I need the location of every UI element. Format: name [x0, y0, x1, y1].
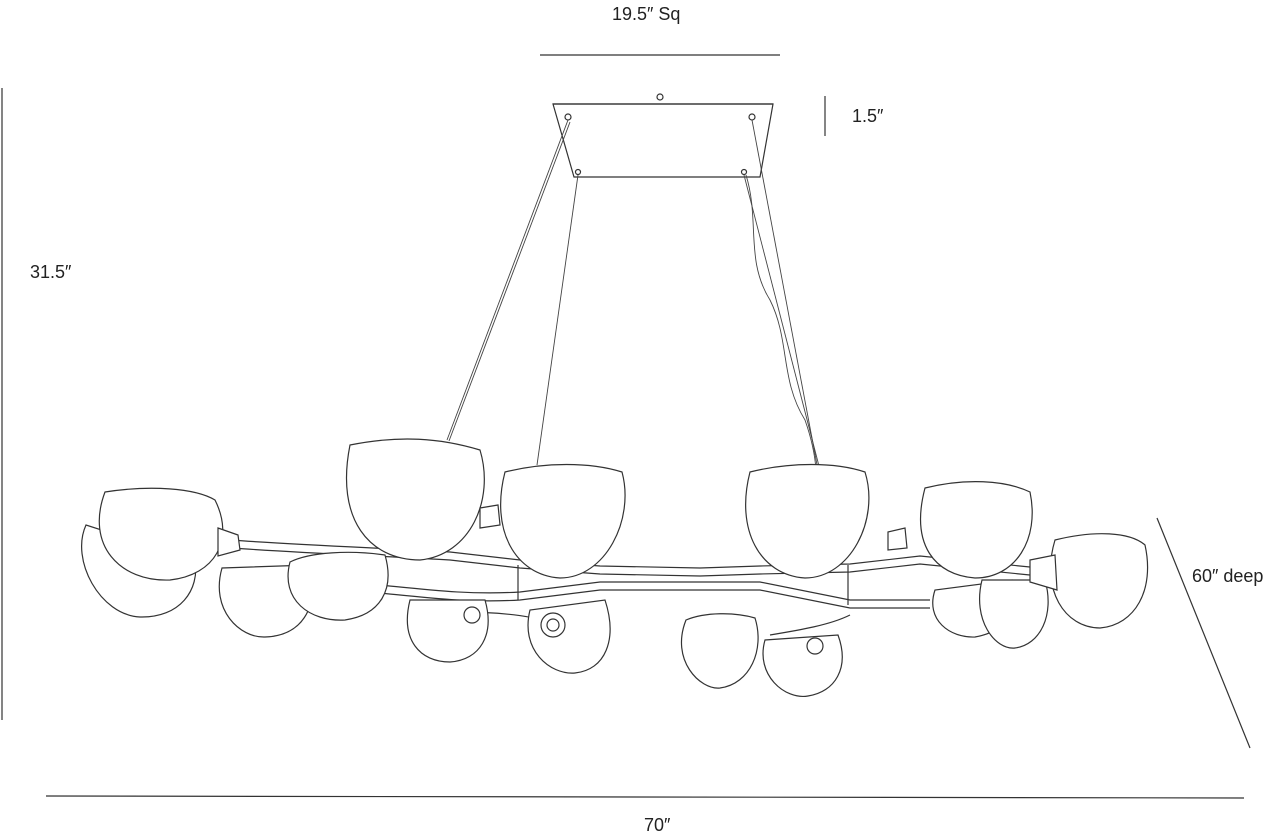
globe — [745, 463, 870, 579]
suspension-cables — [446, 119, 821, 471]
globe — [98, 487, 224, 581]
globe — [680, 613, 759, 689]
sockets — [217, 504, 1058, 655]
canopy-width-label: 19.5″ Sq — [612, 4, 681, 24]
width-line — [45, 795, 1245, 799]
globe — [920, 481, 1033, 579]
globe — [500, 463, 626, 579]
globe — [1050, 533, 1149, 629]
globe — [979, 579, 1049, 649]
canopy — [552, 93, 774, 178]
depth-line — [1156, 517, 1251, 749]
width-label: 70″ — [644, 815, 671, 835]
globe — [345, 438, 485, 561]
overall-height-label: 31.5″ — [30, 262, 72, 282]
globe — [762, 634, 843, 697]
canopy-height-label: 1.5″ — [852, 106, 884, 126]
globe — [527, 599, 611, 674]
depth-label: 60″ deep — [1192, 566, 1264, 586]
globe-shades — [81, 438, 1149, 697]
globe — [287, 551, 389, 621]
